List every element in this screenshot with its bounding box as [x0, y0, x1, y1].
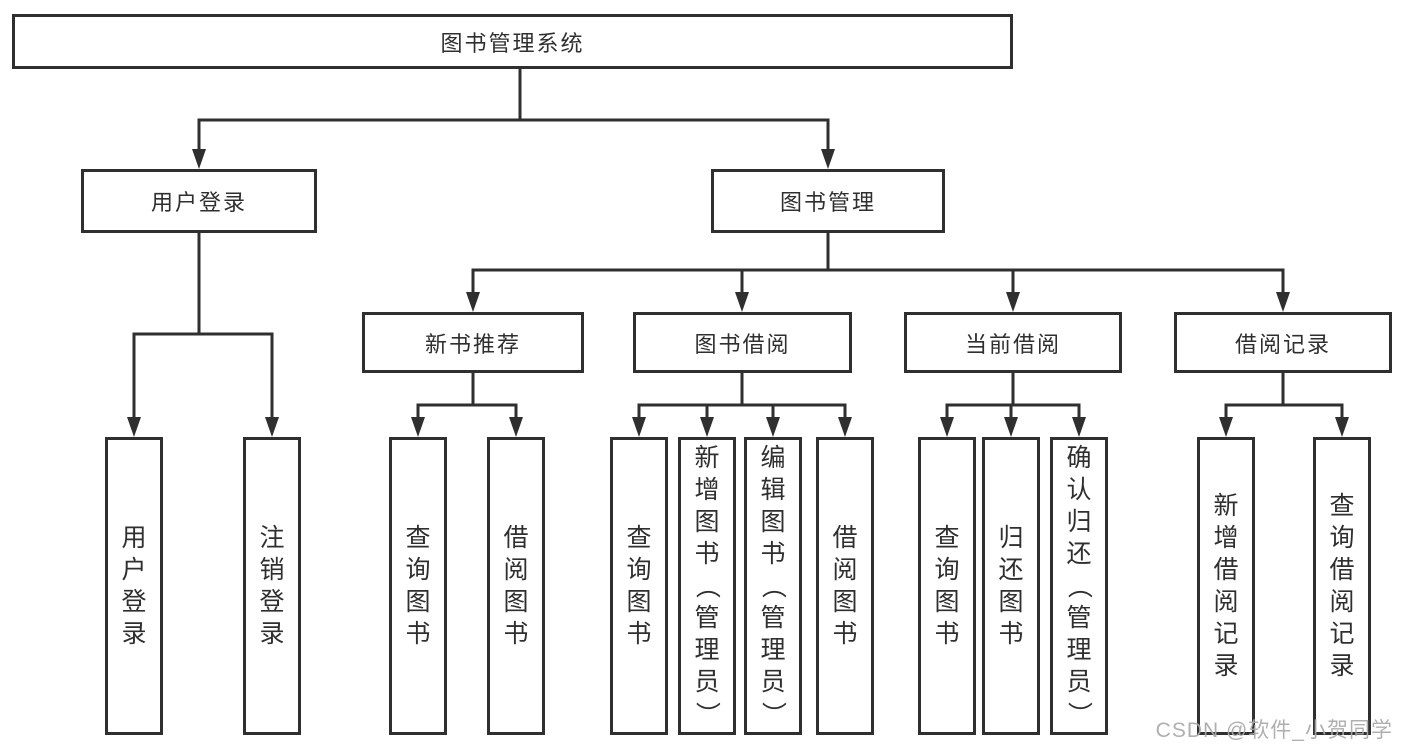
connector-bookborrow-to-leaves [632, 372, 852, 437]
leaf-bb-edit-books-admin: 编辑图书（管理员） [744, 437, 802, 735]
node-borrow-records: 借阅记录 [1174, 312, 1392, 373]
leaf-bb-add-books-admin: 新增图书（管理员） [678, 437, 736, 735]
node-new-book-recommend: 新书推荐 [362, 312, 584, 373]
node-user-login: 用户登录 [81, 169, 317, 233]
leaf-br-query-borrow-record: 查询借阅记录 [1313, 437, 1371, 735]
leaf-bb-query-books: 查询图书 [610, 437, 668, 735]
node-book-borrow: 图书借阅 [633, 312, 852, 373]
connector-bookmgmt-to-level2 [466, 232, 1290, 312]
connector-root-to-level1 [192, 67, 835, 169]
leaf-nbr-query-books: 查询图书 [389, 437, 447, 735]
leaf-user-login: 用户登录 [105, 437, 163, 735]
connector-currentborrow-to-leaves [940, 372, 1086, 437]
leaf-cb-confirm-return-admin: 确认归还（管理员） [1050, 437, 1108, 735]
leaf-bb-borrow-books: 借阅图书 [816, 437, 874, 735]
csdn-watermark: CSDN @软件_小贺同学 [1155, 719, 1393, 742]
connector-userlogin-to-leaves [127, 232, 279, 437]
leaf-cb-query-books: 查询图书 [918, 437, 976, 735]
leaf-logout-login: 注销登录 [243, 437, 301, 735]
node-current-borrow: 当前借阅 [904, 312, 1122, 373]
connector-records-to-leaves [1219, 372, 1349, 437]
connector-newbook-to-leaves [411, 372, 523, 437]
leaf-nbr-borrow-books: 借阅图书 [487, 437, 545, 735]
leaf-cb-return-books: 归还图书 [982, 437, 1040, 735]
leaf-br-add-borrow-record: 新增借阅记录 [1197, 437, 1255, 735]
node-library-management-system: 图书管理系统 [12, 14, 1013, 69]
node-book-management: 图书管理 [711, 169, 945, 233]
